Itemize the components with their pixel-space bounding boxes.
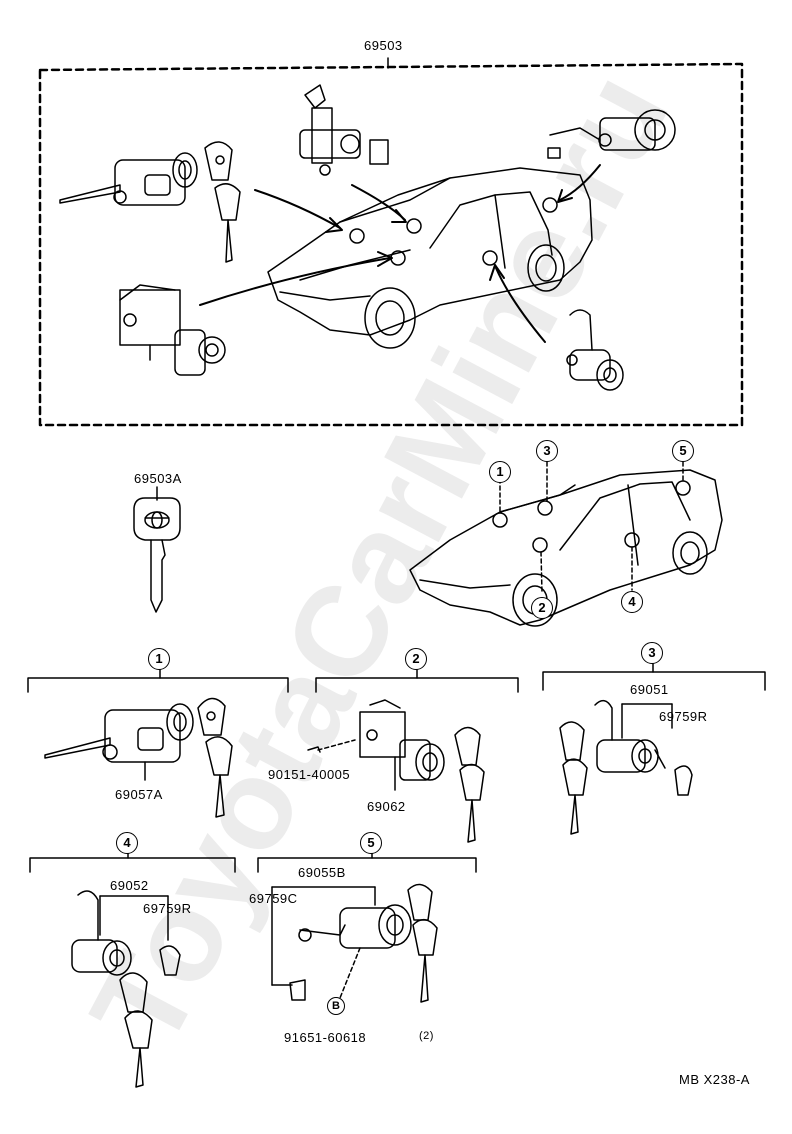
ref-b-callout: B <box>327 997 345 1015</box>
group-1-callout: 1 <box>148 648 170 670</box>
group-brackets <box>27 663 766 873</box>
kit-enclosure <box>38 57 744 427</box>
part-91651-60618: 91651-60618 <box>284 1030 367 1045</box>
location-5-callout: 5 <box>672 440 694 462</box>
location-4-callout: 4 <box>621 591 643 613</box>
kit-ignition-cylinder <box>59 141 241 263</box>
group5-lock-assembly <box>271 883 438 1003</box>
group4-lock-assembly <box>71 890 181 1088</box>
kit-door-lock <box>566 309 624 391</box>
group3-lock-assembly <box>559 699 693 835</box>
kit-glovebox-lock <box>119 284 226 376</box>
part-69055B: 69055B <box>298 865 346 880</box>
kit-steering-lock <box>299 84 389 176</box>
kit-part-number: 69503 <box>364 38 403 53</box>
kit-arrows <box>199 164 601 343</box>
part-69759C: 69759C <box>249 891 298 906</box>
kit-car-illustration <box>267 167 593 349</box>
group-3-callout: 3 <box>641 642 663 664</box>
master-key <box>133 486 181 613</box>
kit-hatch-lock <box>547 109 676 159</box>
location-1-callout: 1 <box>489 461 511 483</box>
group2-lock-assembly <box>307 699 485 843</box>
part-91651-60618-qty: (2) <box>419 1030 434 1042</box>
location-2-callout: 2 <box>531 597 553 619</box>
group-2-callout: 2 <box>405 648 427 670</box>
group-4-callout: 4 <box>116 832 138 854</box>
key-part-number: 69503A <box>134 471 182 486</box>
location-3-callout: 3 <box>536 440 558 462</box>
location-car-illustration <box>409 461 723 627</box>
part-69057A: 69057A <box>115 787 163 802</box>
part-69062: 69062 <box>367 799 406 814</box>
part-90151-40005: 90151-40005 <box>268 767 351 782</box>
group1-ignition-cylinder <box>44 697 233 818</box>
part-69759R-g3: 69759R <box>659 709 708 724</box>
figure-code: MB X238-A <box>679 1072 750 1087</box>
part-69051: 69051 <box>630 682 669 697</box>
part-69759R-g4: 69759R <box>143 901 192 916</box>
group-5-callout: 5 <box>360 832 382 854</box>
part-69052: 69052 <box>110 878 149 893</box>
